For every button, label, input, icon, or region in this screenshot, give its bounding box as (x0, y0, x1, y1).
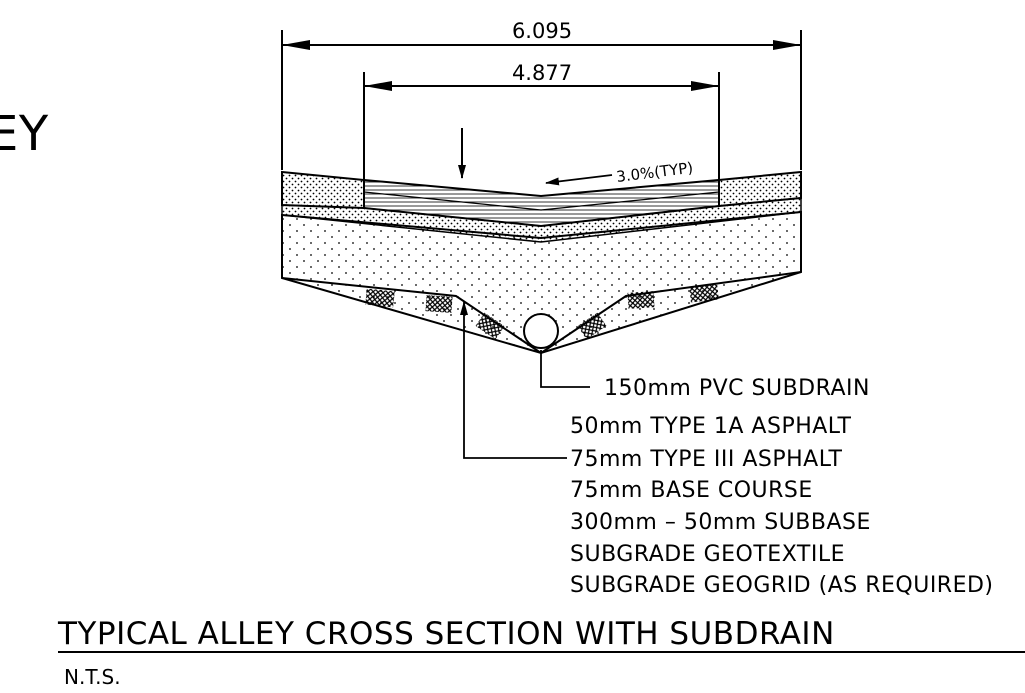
asphalt-layer (363, 178, 720, 228)
label-geogrid: SUBGRADE GEOGRID (AS REQUIRED) (570, 573, 994, 598)
overall-width-label: 6.095 (512, 19, 572, 43)
subgrade-leader (460, 301, 567, 459)
label-asphalt-1a: 50mm TYPE 1A ASPHALT (570, 414, 852, 439)
label-subdrain: 150mm PVC SUBDRAIN (604, 376, 870, 401)
slope-label: 3.0%(TYP) (615, 159, 694, 186)
geogrid-patches (365, 283, 719, 340)
slope-callout: 3.0%(TYP) (545, 159, 694, 186)
label-asphalt-iii: 75mm TYPE III ASPHALT (570, 447, 842, 472)
scale-note: N.T.S. (64, 665, 121, 689)
paved-width-dimension: 4.877 (363, 61, 720, 180)
drawing-title: TYPICAL ALLEY CROSS SECTION WITH SUBDRAI… (57, 616, 835, 652)
label-geotextile: SUBGRADE GEOTEXTILE (570, 542, 845, 567)
subdrain-pipe (523, 313, 559, 349)
overall-width-dimension: 6.095 (281, 19, 802, 170)
shoulder-layer-left (281, 170, 365, 210)
paved-width-label: 4.877 (512, 61, 572, 85)
partial-title: EY (0, 106, 49, 162)
label-subbase: 300mm – 50mm SUBBASE (570, 510, 871, 535)
pipe-leader (540, 350, 590, 388)
label-base-course: 75mm BASE COURSE (570, 478, 813, 503)
